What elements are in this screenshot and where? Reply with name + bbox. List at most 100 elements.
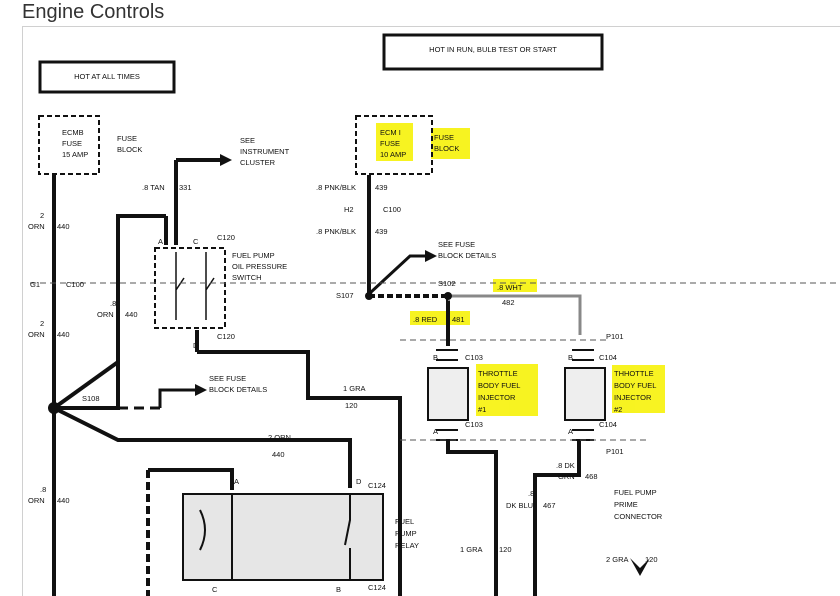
svg-text:B: B <box>336 585 341 594</box>
highlight-ecm1-fuse <box>376 123 413 161</box>
svg-text:S108: S108 <box>82 394 100 403</box>
svg-text:C120: C120 <box>217 332 235 341</box>
svg-text:ORN: ORN <box>28 222 45 231</box>
svg-text:2: 2 <box>40 319 44 328</box>
highlight-injector1 <box>476 364 538 416</box>
fuel-pump-relay-box <box>182 493 384 581</box>
svg-text:SWITCH: SWITCH <box>232 273 262 282</box>
svg-text:#1: #1 <box>478 405 486 414</box>
svg-text:ECM I: ECM I <box>380 128 401 137</box>
svg-text:BLOCK DETAILS: BLOCK DETAILS <box>209 385 267 394</box>
svg-text:CONNECTOR: CONNECTOR <box>614 512 663 521</box>
diagram-frame <box>22 26 840 596</box>
svg-text:C: C <box>193 237 199 246</box>
svg-text:.8: .8 <box>110 299 116 308</box>
injector2-body <box>564 367 606 421</box>
arrow-fuse-block-top <box>425 250 437 262</box>
svg-text:RELAY: RELAY <box>395 541 419 550</box>
svg-text:120: 120 <box>645 555 658 564</box>
svg-text:C124: C124 <box>368 583 386 592</box>
svg-text:CLUSTER: CLUSTER <box>240 158 276 167</box>
svg-text:S107: S107 <box>336 291 354 300</box>
highlights <box>376 123 665 416</box>
svg-text:H2: H2 <box>344 205 354 214</box>
svg-text:120: 120 <box>345 401 358 410</box>
hot-in-run-label: HOT IN RUN, BULB TEST OR START <box>429 45 557 54</box>
svg-text:2: 2 <box>40 211 44 220</box>
svg-text:A: A <box>158 237 163 246</box>
svg-text:439: 439 <box>375 227 388 236</box>
arrow-instrument-cluster <box>220 154 232 166</box>
svg-text:BLOCK: BLOCK <box>117 145 142 154</box>
arrow-prime-connector <box>630 558 650 576</box>
svg-text:15 AMP: 15 AMP <box>62 150 88 159</box>
svg-text:GRN: GRN <box>558 472 575 481</box>
svg-text:ECMB: ECMB <box>62 128 84 137</box>
svg-text:B: B <box>568 353 573 362</box>
svg-text:BLOCK DETAILS: BLOCK DETAILS <box>438 251 496 260</box>
svg-text:D: D <box>193 341 199 350</box>
svg-text:.8 PNK/BLK: .8 PNK/BLK <box>316 183 356 192</box>
svg-text:.8 DK: .8 DK <box>556 461 575 470</box>
svg-text:C103: C103 <box>465 353 483 362</box>
svg-text:C100: C100 <box>66 280 84 289</box>
svg-text:FUEL: FUEL <box>395 517 414 526</box>
svg-text:FUEL PUMP: FUEL PUMP <box>614 488 657 497</box>
highlight-injector2 <box>612 365 665 413</box>
svg-text:.8: .8 <box>528 489 534 498</box>
svg-text:FUSE: FUSE <box>117 134 137 143</box>
splice-s102 <box>444 292 452 300</box>
svg-text:BLOCK: BLOCK <box>434 144 459 153</box>
svg-text:C104: C104 <box>599 353 617 362</box>
svg-text:SEE FUSE: SEE FUSE <box>438 240 475 249</box>
highlight-red-wire <box>410 311 470 325</box>
svg-text:INSTRUMENT: INSTRUMENT <box>240 147 290 156</box>
svg-text:P101: P101 <box>606 447 624 456</box>
svg-text:SEE FUSE: SEE FUSE <box>209 374 246 383</box>
svg-text:#2: #2 <box>614 405 622 414</box>
oil-pressure-switch-box <box>154 247 226 329</box>
svg-text:THROTTLE: THROTTLE <box>478 369 518 378</box>
svg-text:DK BLU: DK BLU <box>506 501 533 510</box>
svg-text:INJECTOR: INJECTOR <box>614 393 652 402</box>
svg-text:468: 468 <box>585 472 598 481</box>
svg-text:.8 TAN: .8 TAN <box>142 183 165 192</box>
svg-text:.8 RED: .8 RED <box>413 315 438 324</box>
svg-text:OIL PRESSURE: OIL PRESSURE <box>232 262 287 271</box>
svg-text:331: 331 <box>179 183 192 192</box>
svg-text:C124: C124 <box>368 481 386 490</box>
svg-text:482: 482 <box>502 298 515 307</box>
svg-text:440: 440 <box>57 496 70 505</box>
svg-text:481: 481 <box>452 315 465 324</box>
svg-text:2 GRA: 2 GRA <box>606 555 629 564</box>
svg-text:PUMP: PUMP <box>395 529 417 538</box>
svg-text:ORN: ORN <box>97 310 114 319</box>
svg-text:2 ORN: 2 ORN <box>268 433 291 442</box>
svg-text:P101: P101 <box>606 332 624 341</box>
highlight-fuse-block <box>431 128 470 159</box>
svg-text:B: B <box>433 353 438 362</box>
ecmb-fuse-box <box>38 115 100 175</box>
svg-text:467: 467 <box>543 501 556 510</box>
ecm1-fuse-box <box>355 115 433 175</box>
svg-text:FUSE: FUSE <box>62 139 82 148</box>
svg-text:C103: C103 <box>465 420 483 429</box>
svg-text:440: 440 <box>272 450 285 459</box>
svg-text:10 AMP: 10 AMP <box>380 150 406 159</box>
svg-text:C104: C104 <box>599 420 617 429</box>
svg-text:BODY FUEL: BODY FUEL <box>614 381 656 390</box>
svg-text:A: A <box>234 477 239 486</box>
svg-text:BODY FUEL: BODY FUEL <box>478 381 520 390</box>
page-title: Engine Controls <box>22 1 165 23</box>
injector1-body <box>427 367 469 421</box>
svg-text:FUSE: FUSE <box>434 133 454 142</box>
svg-text:ORN: ORN <box>28 496 45 505</box>
svg-text:FUEL PUMP: FUEL PUMP <box>232 251 275 260</box>
svg-text:INJECTOR: INJECTOR <box>478 393 516 402</box>
svg-text:440: 440 <box>125 310 138 319</box>
svg-text:ORN: ORN <box>28 330 45 339</box>
svg-text:D: D <box>356 477 362 486</box>
svg-text:C120: C120 <box>217 233 235 242</box>
svg-text:1 GRA: 1 GRA <box>460 545 483 554</box>
